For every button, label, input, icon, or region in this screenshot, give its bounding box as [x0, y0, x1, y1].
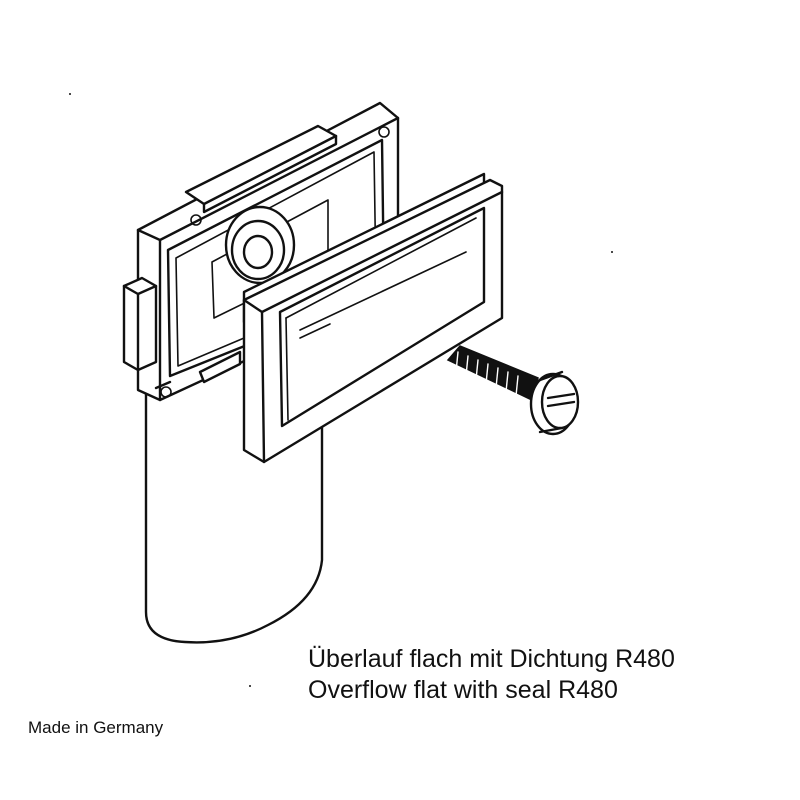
scan-specks [69, 93, 613, 687]
cover-frame [242, 172, 504, 464]
made-in-label: Made in Germany [28, 718, 164, 737]
caption-english: Overflow flat with seal R480 [308, 676, 618, 704]
product-caption: Überlauf flach mit Dichtung R480 Overflo… [308, 644, 675, 706]
drain-tube [144, 328, 324, 644]
fixing-screw [446, 345, 580, 436]
overflow-housing [122, 101, 400, 402]
caption-german: Überlauf flach mit Dichtung R480 [308, 645, 675, 673]
